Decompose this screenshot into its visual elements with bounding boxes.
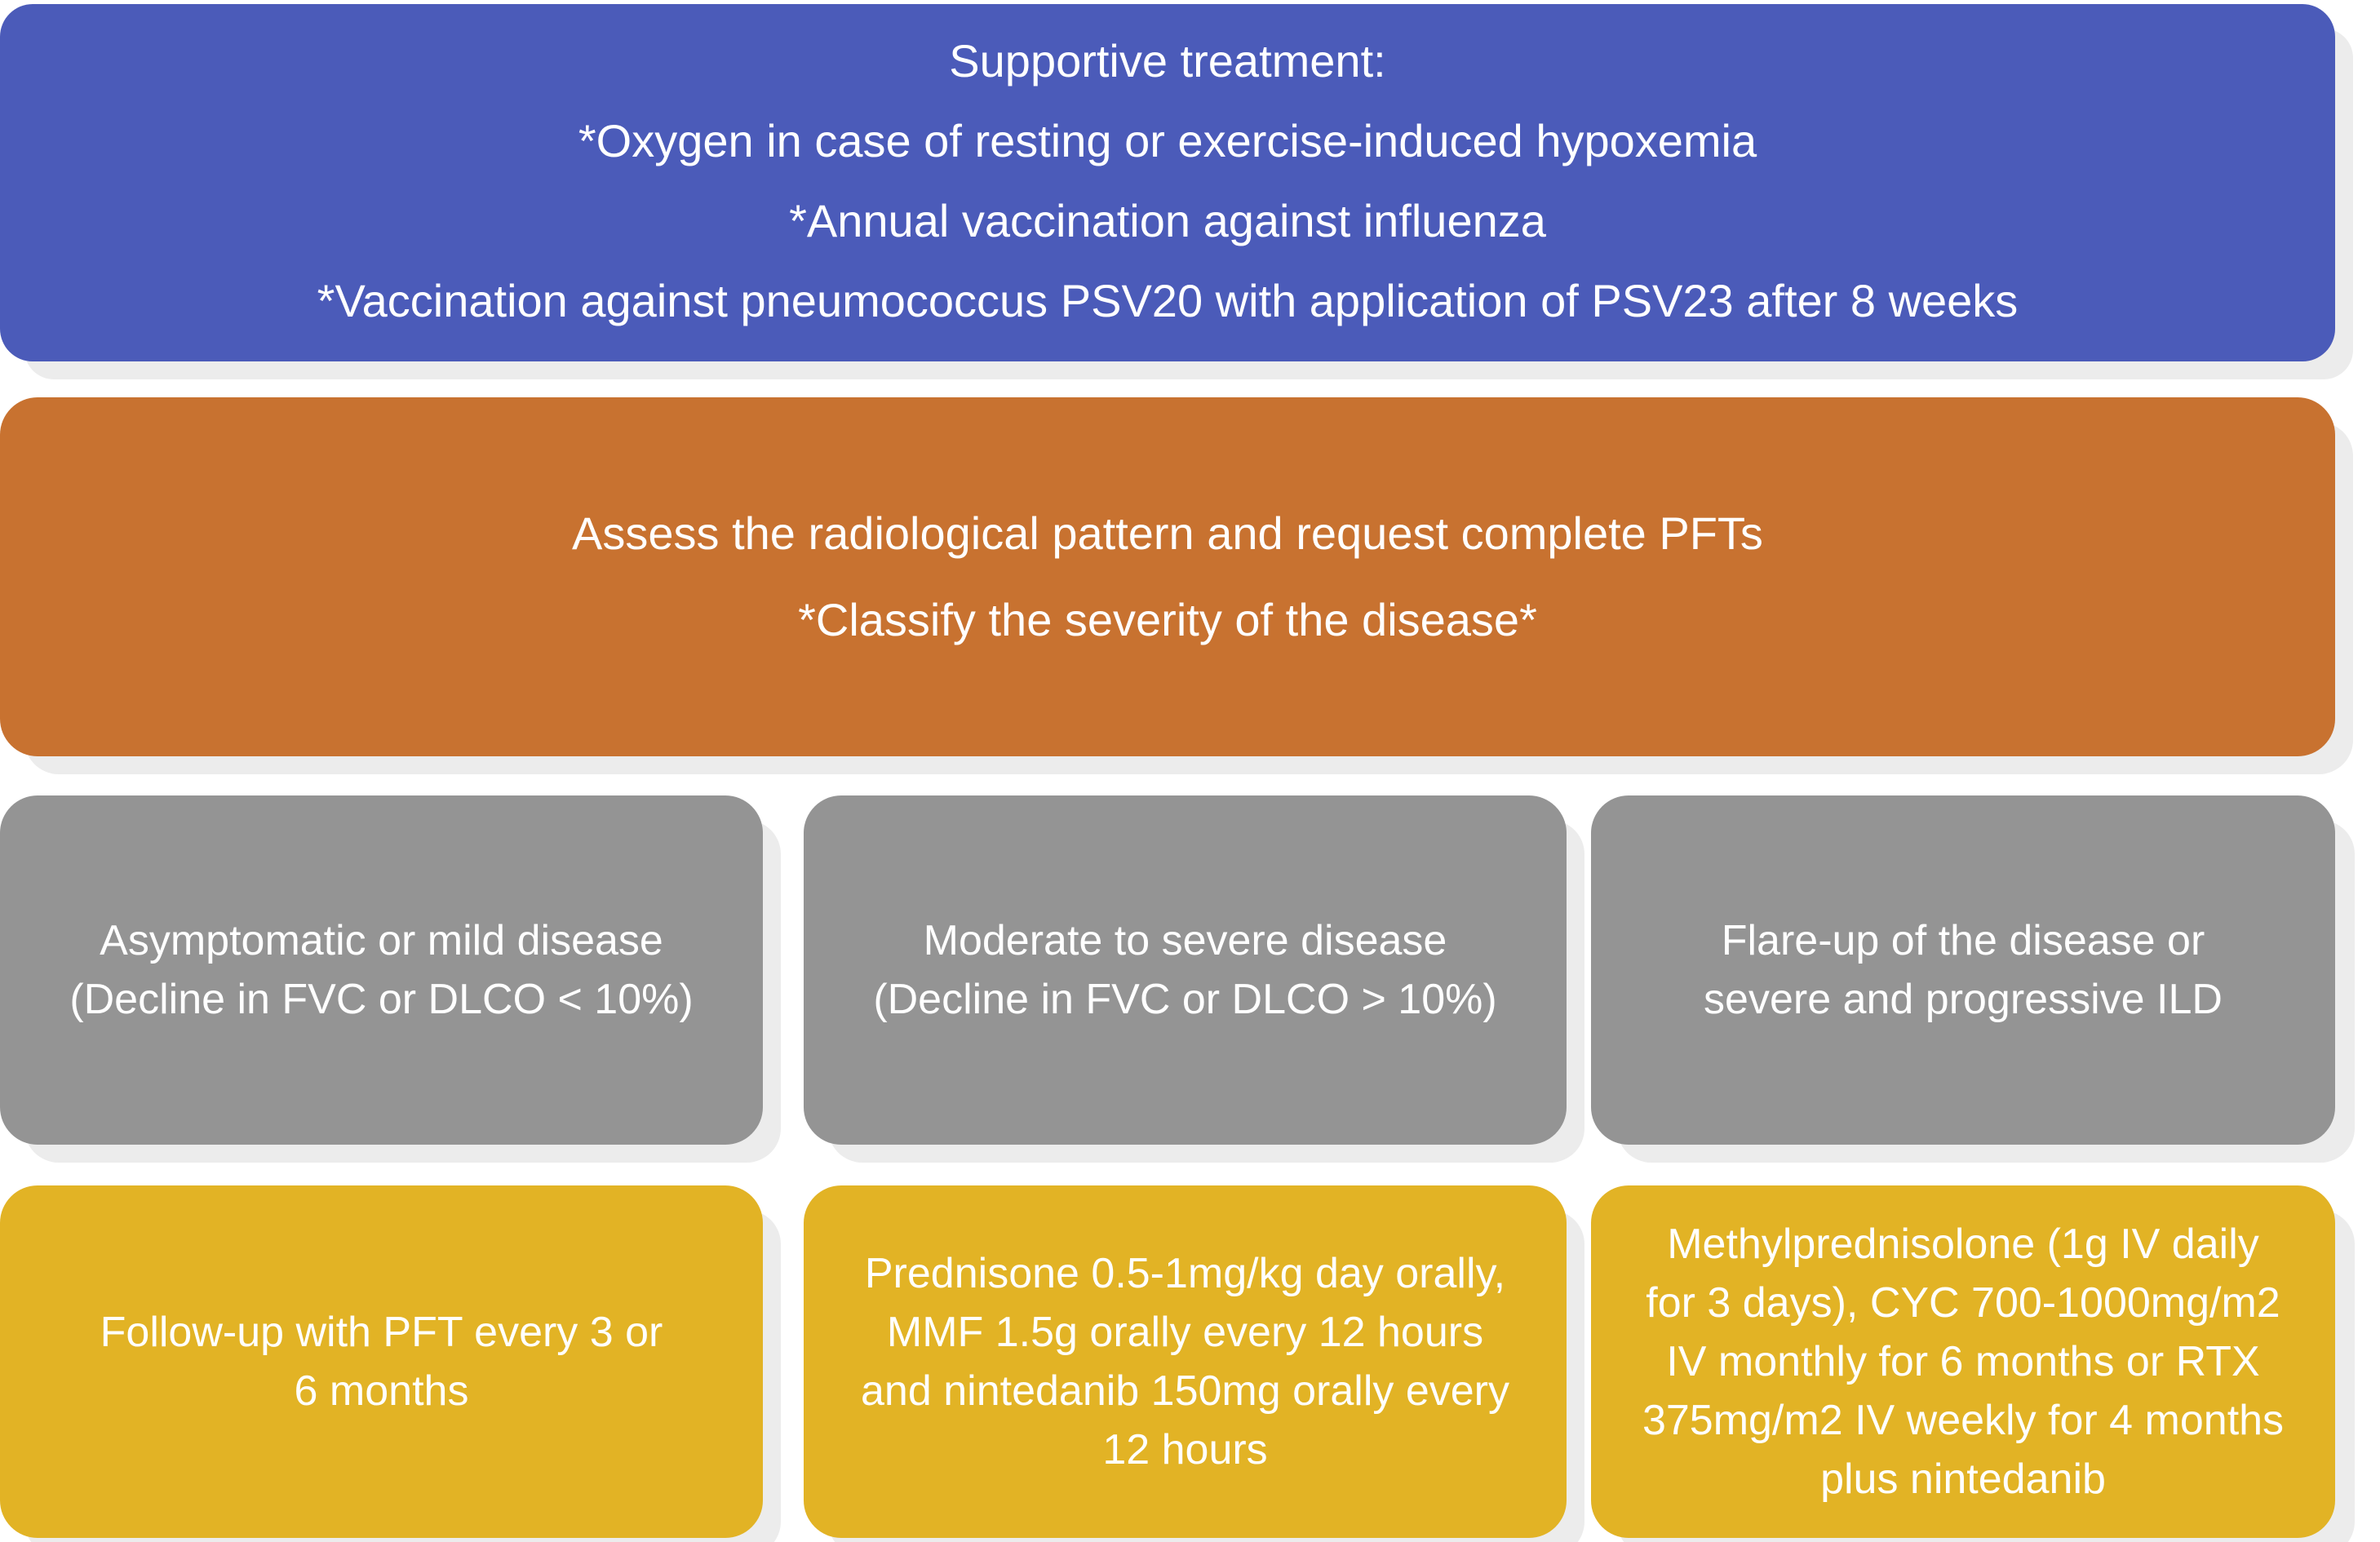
- therapy-methylpred-line3: IV monthly for 6 months or RTX: [1666, 1338, 2260, 1385]
- assessment-box[interactable]: Assess the radiological pattern and requ…: [0, 397, 2335, 756]
- severity-flare-line1: Flare-up of the disease or: [1721, 917, 2205, 964]
- therapy-prednisone-line4: 12 hours: [1102, 1426, 1268, 1473]
- supportive-item-influenza-vaccination: *Annual vaccination against influenza: [789, 195, 1546, 246]
- severity-flare-line2: severe and progressive ILD: [1704, 976, 2223, 1023]
- severity-box-flare-up[interactable]: Flare-up of the disease or severe and pr…: [1591, 795, 2335, 1145]
- therapy-methylpred-line5: plus nintedanib: [1820, 1456, 2106, 1503]
- severity-box-mild[interactable]: Asymptomatic or mild disease (Decline in…: [0, 795, 763, 1145]
- supportive-item-pneumococcus-vaccination: *Vaccination against pneumococcus PSV20 …: [317, 275, 2019, 326]
- supportive-item-oxygen: *Oxygen in case of resting or exercise-i…: [578, 115, 1757, 166]
- therapy-box-prednisone-mmf-nintedanib[interactable]: Prednisone 0.5-1mg/kg day orally, MMF 1.…: [804, 1185, 1567, 1538]
- severity-box-moderate-severe[interactable]: Moderate to severe disease (Decline in F…: [804, 795, 1567, 1145]
- assessment-radiological-pattern: Assess the radiological pattern and requ…: [572, 507, 1763, 559]
- severity-moderate-line1: Moderate to severe disease: [923, 917, 1447, 964]
- therapy-prednisone-line1: Prednisone 0.5-1mg/kg day orally,: [864, 1250, 1506, 1297]
- therapy-box-follow-up[interactable]: Follow-up with PFT every 3 or 6 months: [0, 1185, 763, 1538]
- supportive-treatment-box[interactable]: Supportive treatment: *Oxygen in case of…: [0, 4, 2335, 361]
- therapy-methylpred-line2: for 3 days), CYC 700-1000mg/m2: [1646, 1279, 2280, 1327]
- assessment-classify-severity: *Classify the severity of the disease*: [798, 594, 1537, 645]
- therapy-methylpred-line1: Methylprednisolone (1g IV daily: [1667, 1221, 2259, 1268]
- severity-mild-line2: (Decline in FVC or DLCO < 10%): [69, 976, 694, 1023]
- therapy-follow-up-line2: 6 months: [294, 1367, 469, 1415]
- severity-moderate-line2: (Decline in FVC or DLCO > 10%): [873, 976, 1497, 1023]
- therapy-prednisone-line3: and nintedanib 150mg orally every: [861, 1367, 1509, 1415]
- supportive-heading: Supportive treatment:: [949, 35, 1386, 86]
- severity-mild-line1: Asymptomatic or mild disease: [100, 917, 663, 964]
- therapy-methylpred-line4: 375mg/m2 IV weekly for 4 months: [1642, 1397, 2285, 1444]
- therapy-follow-up-line1: Follow-up with PFT every 3 or: [100, 1309, 663, 1356]
- therapy-prednisone-line2: MMF 1.5g orally every 12 hours: [886, 1309, 1484, 1356]
- therapy-box-methylprednisolone-cyc-rtx[interactable]: Methylprednisolone (1g IV daily for 3 da…: [1591, 1185, 2335, 1538]
